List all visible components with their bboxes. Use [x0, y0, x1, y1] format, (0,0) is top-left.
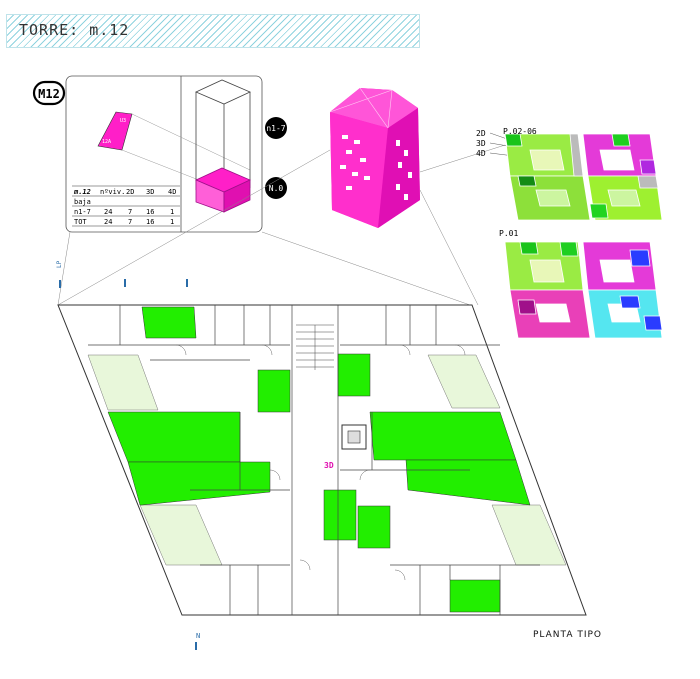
- level-marker-upper-text: n1-7: [266, 124, 285, 133]
- axis-ticks: LP: [56, 260, 188, 288]
- table-header-2d: 2D: [126, 188, 134, 196]
- plan-caption: PLANTA TIPO: [533, 630, 603, 640]
- diagram-lower: [504, 241, 663, 339]
- iso-tag-side: 12A: [102, 139, 111, 145]
- diagram-lower-label: P.01: [499, 229, 518, 238]
- floor-plan: 3D: [57, 304, 587, 616]
- table-cell: 16: [146, 218, 154, 226]
- inset-frame: [65, 75, 263, 233]
- m12-badge: M12: [32, 80, 66, 106]
- table-header-count: nºviv.: [100, 188, 125, 196]
- table-header-3d: 3D: [146, 188, 154, 196]
- level-marker-upper: n1-7: [265, 117, 287, 139]
- table-cell: 7: [128, 208, 132, 216]
- table-cell: 1: [170, 208, 174, 216]
- table-row-n17-label: n1-7: [74, 208, 91, 216]
- table-cell: 1: [170, 218, 174, 226]
- table-cell: 24: [104, 208, 112, 216]
- table-header-building: m.12: [73, 188, 91, 196]
- legend-4d: 4D: [476, 149, 486, 158]
- diagram-upper-label: P.02-06: [503, 127, 537, 136]
- level-marker-ground-text: N.0: [269, 184, 284, 193]
- table-row-tot-label: TOT: [74, 218, 87, 226]
- table-row-baja: baja: [74, 198, 91, 206]
- badge-text: M12: [38, 87, 60, 101]
- legend-2d: 2D: [476, 129, 486, 138]
- diagram-upper: [504, 133, 663, 221]
- north-label: N: [196, 632, 200, 640]
- north-indicator: N: [195, 632, 200, 650]
- table-cell: 16: [146, 208, 154, 216]
- table-cell: 24: [104, 218, 112, 226]
- magenta-tower: [329, 87, 420, 228]
- inset-iso-box: [195, 79, 251, 213]
- axis-tag: LP: [56, 260, 63, 268]
- legend-3d: 3D: [476, 139, 486, 148]
- inset-plan-unit: U3 12A: [97, 111, 251, 201]
- projection-lines: [57, 144, 506, 306]
- iso-tag-top: U3: [120, 118, 126, 124]
- table-cell: 7: [128, 218, 132, 226]
- level-marker-ground: N.0: [265, 177, 287, 199]
- header-bar: TORRE: m.12: [6, 14, 420, 48]
- table-header-4d: 4D: [168, 188, 176, 196]
- core-label: 3D: [324, 461, 334, 470]
- page-title: TORRE: m.12: [19, 21, 130, 39]
- unit-table: m.12 nºviv. 2D 3D 4D baja n1-7 24 7 16 1…: [72, 185, 180, 227]
